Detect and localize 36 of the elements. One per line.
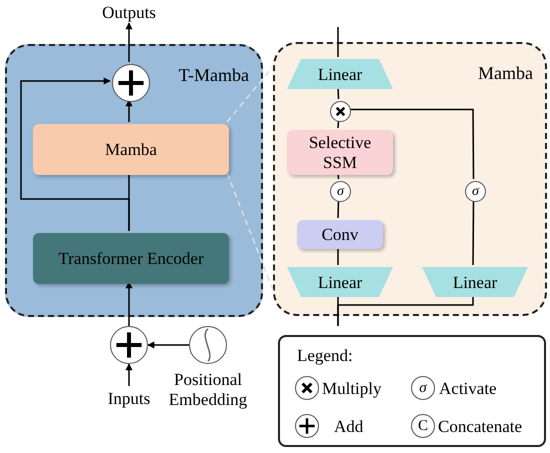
process-box: Mamba (33, 124, 229, 175)
output-label: Outputs (92, 1, 166, 23)
module-panel (5, 44, 263, 317)
legend-symbol: C (411, 414, 435, 438)
connector-line (337, 27, 339, 57)
arrow (147, 342, 189, 348)
panel-title: Mamba (478, 64, 533, 82)
legend-label: Concatenate (438, 418, 522, 435)
connector-line (337, 172, 340, 180)
legend-title: Legend: (297, 347, 353, 364)
process-box: Selective SSM (287, 130, 393, 175)
process-box: Conv (297, 220, 383, 249)
connector-line (337, 295, 474, 326)
linear-trapezoid: Linear (287, 59, 393, 89)
connector-line (337, 86, 340, 100)
legend-symbol: σ (411, 376, 435, 400)
process-box: Transformer Encoder (33, 233, 229, 284)
panel-title: T-Mamba (178, 66, 249, 84)
connector-line (472, 200, 474, 265)
linear-trapezoid: Linear (422, 267, 528, 297)
module-panel (273, 42, 547, 316)
legend-label: Add (334, 418, 364, 435)
arrow (20, 78, 130, 231)
input-label: Inputs (100, 386, 158, 410)
node-caption: Positional Embedding (168, 370, 248, 410)
legend-label: Multiply (322, 380, 382, 397)
connector-line (349, 108, 474, 179)
connector-line (337, 247, 339, 265)
legend-label: Activate (439, 380, 497, 397)
connector-line (337, 120, 340, 128)
arrow (126, 363, 132, 386)
linear-trapezoid: Linear (287, 267, 393, 297)
arrow (126, 22, 132, 62)
connector-line (337, 200, 340, 218)
arrow (126, 99, 132, 122)
arrow (126, 281, 132, 326)
